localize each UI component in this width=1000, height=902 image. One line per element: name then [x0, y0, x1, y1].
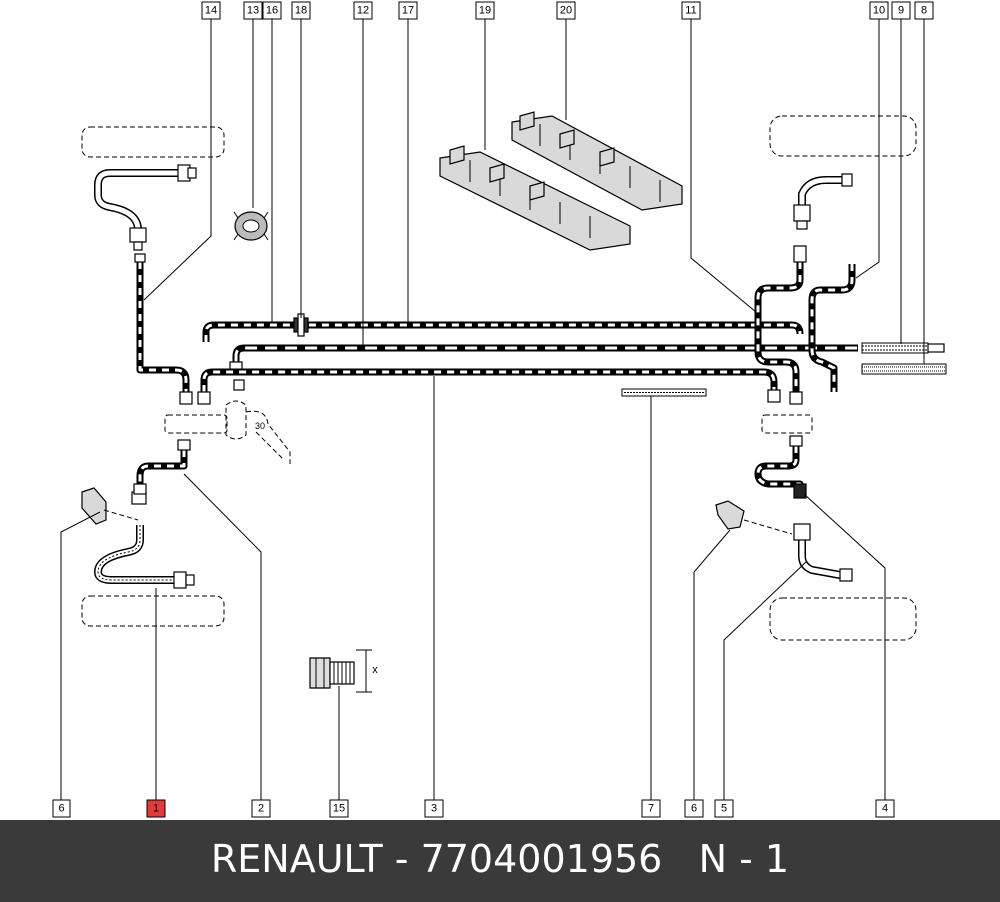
- callout-8: 8: [914, 1, 934, 20]
- callout-19: 19: [475, 1, 495, 20]
- svg-text:20: 20: [560, 5, 572, 17]
- svg-text:7: 7: [648, 803, 654, 815]
- right-bracket: [715, 500, 793, 535]
- part-number: 7704001956: [420, 837, 663, 881]
- callout-4: 4: [875, 799, 895, 818]
- union-nut-15: [309, 649, 372, 693]
- svg-text:16: 16: [266, 5, 278, 17]
- callout-5: 5: [714, 799, 734, 818]
- wheel-front-right-outline: [769, 115, 917, 157]
- rear-right-flexible-hose: [793, 523, 853, 582]
- svg-text:x: x: [372, 664, 378, 676]
- rear-left-flexible-hose: [93, 491, 195, 589]
- svg-text:8: 8: [921, 5, 927, 17]
- pipe-14-front-left: [134, 253, 193, 405]
- part-caption: RENAULT - 7704001956 N - 1: [210, 837, 790, 881]
- pipe-10-right: [808, 264, 856, 392]
- callout-16: 16: [262, 1, 282, 20]
- wheel-front-left-outline: [81, 126, 225, 158]
- callout-3: 3: [424, 799, 444, 818]
- front-left-flexible-hose: [94, 164, 197, 251]
- left-bracket: [81, 487, 139, 525]
- coil-part-9: [861, 342, 945, 354]
- callout-17: 17: [398, 1, 418, 20]
- svg-text:5: 5: [721, 803, 727, 815]
- master-cylinder-outline: [164, 400, 813, 464]
- callout-6-left: 6: [52, 799, 71, 818]
- brand-name: RENAULT: [210, 837, 383, 881]
- coil-part-8: [861, 363, 947, 375]
- callout-13: 13: [243, 1, 263, 20]
- pipe-3-long-bottom: [197, 368, 781, 405]
- svg-text:14: 14: [205, 5, 217, 17]
- svg-text:6: 6: [58, 803, 64, 815]
- callout-7: 7: [641, 799, 661, 818]
- callout-14: 14: [201, 1, 221, 20]
- svg-text:12: 12: [357, 5, 369, 17]
- callout-1-highlighted[interactable]: 1: [146, 799, 166, 818]
- angle-label: 30: [255, 421, 265, 431]
- callout-10: 10: [869, 1, 889, 20]
- svg-text:11: 11: [685, 5, 696, 17]
- wheel-rear-right-outline: [769, 597, 917, 641]
- svg-text:30: 30: [255, 421, 265, 431]
- wheel-rear-left-outline: [81, 595, 225, 627]
- front-right-flexible-hose: [793, 173, 853, 230]
- callout-12: 12: [353, 1, 373, 20]
- part-info-footer: RENAULT - 7704001956 N - 1: [0, 820, 1000, 902]
- svg-text:17: 17: [402, 5, 414, 17]
- svg-text:13: 13: [247, 5, 259, 17]
- callout-18: 18: [291, 1, 311, 20]
- pipe-2-rear-left: [133, 439, 191, 495]
- svg-text:4: 4: [882, 803, 888, 815]
- leader-lines: [60, 19, 925, 800]
- pipe-clip-19: [439, 145, 631, 251]
- pipe-4-right-rear: [754, 435, 807, 499]
- svg-text:6: 6: [691, 803, 697, 815]
- callout-20: 20: [556, 1, 576, 20]
- diagram-group: N - 1: [698, 837, 790, 881]
- svg-text:18: 18: [295, 5, 307, 17]
- svg-text:1: 1: [153, 803, 159, 815]
- svg-text:2: 2: [258, 803, 264, 815]
- callout-11: 11: [681, 1, 701, 20]
- callout-6-right: 6: [684, 799, 704, 818]
- svg-text:10: 10: [873, 5, 885, 17]
- grommet-13: [233, 211, 269, 241]
- pipe-clip-20: [511, 111, 683, 211]
- pipe-11-right-front: [754, 245, 807, 405]
- dimension-x-label: x: [372, 664, 378, 676]
- svg-text:9: 9: [898, 5, 904, 17]
- svg-text:3: 3: [431, 803, 437, 815]
- brake-pipe-diagram: 30: [52, 1, 947, 818]
- svg-text:15: 15: [333, 803, 345, 815]
- callout-15: 15: [329, 799, 349, 818]
- callout-9: 9: [891, 1, 911, 20]
- svg-text:19: 19: [479, 5, 491, 17]
- protective-sleeve-7: [621, 388, 707, 397]
- callout-2: 2: [251, 799, 271, 818]
- pipe-16-17-long-top: [202, 321, 804, 342]
